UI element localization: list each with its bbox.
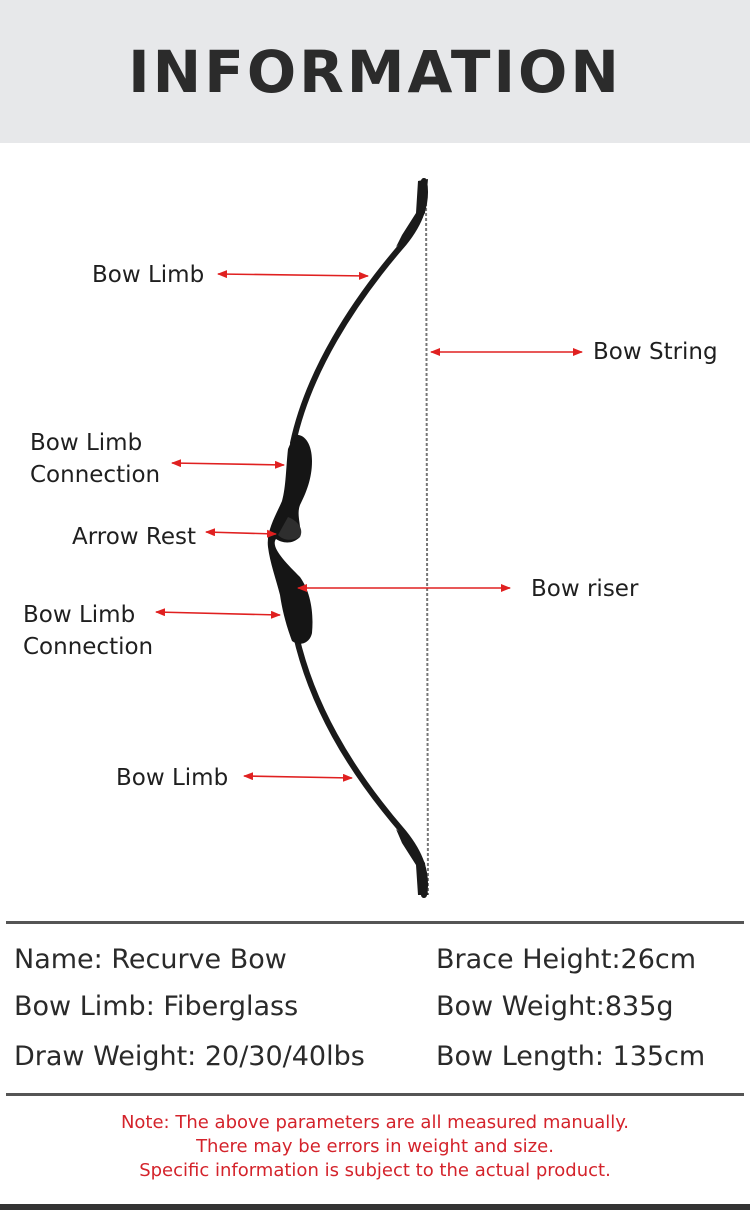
spec-draw-weight: Draw Weight: 20/30/40lbs xyxy=(14,1041,365,1072)
label-bow-limb-bottom: Bow Limb xyxy=(116,765,229,791)
label-arrow-rest: Arrow Rest xyxy=(72,524,197,550)
spec-bow-weight: Bow Weight:835g xyxy=(436,991,674,1022)
label-bow-riser: Bow riser xyxy=(531,576,639,602)
lower-limb-tip xyxy=(396,829,428,895)
note-line-1: Note: The above parameters are all measu… xyxy=(120,1112,630,1133)
upper-limb-shape xyxy=(290,178,428,446)
spec-bow-length: Bow Length: 135cm xyxy=(436,1041,706,1072)
label-bow-limb-top: Bow Limb xyxy=(92,262,205,288)
bow-string-line xyxy=(425,182,429,896)
divider-middle xyxy=(6,1093,744,1096)
label-limb-connection-bottom: Bow Limb Connection xyxy=(23,602,154,660)
lower-limb-shape xyxy=(290,618,428,898)
arrow-bow-limb-bottom xyxy=(243,772,353,782)
bow-diagram: Bow Limb Bow String Bow Limb Connection … xyxy=(0,143,750,923)
label-limb-connection-top: Bow Limb Connection xyxy=(30,430,161,488)
divider-top xyxy=(6,921,744,924)
note-line-2: There may be errors in weight and size. xyxy=(196,1136,554,1157)
grip-shape xyxy=(278,517,302,540)
bow-illustration xyxy=(155,178,583,898)
spec-brace-height: Brace Height:26cm xyxy=(436,944,697,975)
arrow-arrow-rest xyxy=(205,528,277,538)
arrow-limb-connection-bottom xyxy=(155,608,281,619)
page-title: INFORMATION xyxy=(128,37,622,106)
spec-name: Name: Recurve Bow xyxy=(14,944,287,975)
arrow-limb-connection-top xyxy=(171,459,285,469)
upper-limb-tip xyxy=(396,179,428,247)
spec-limb: Bow Limb: Fiberglass xyxy=(14,991,299,1022)
header-banner: INFORMATION xyxy=(0,0,750,143)
note-line-3: Specific information is subject to the a… xyxy=(139,1160,611,1181)
disclaimer-note: Note: The above parameters are all measu… xyxy=(0,1111,750,1183)
divider-bottom xyxy=(0,1204,750,1210)
label-bow-string: Bow String xyxy=(593,339,718,365)
arrow-bow-limb-top xyxy=(217,270,369,280)
